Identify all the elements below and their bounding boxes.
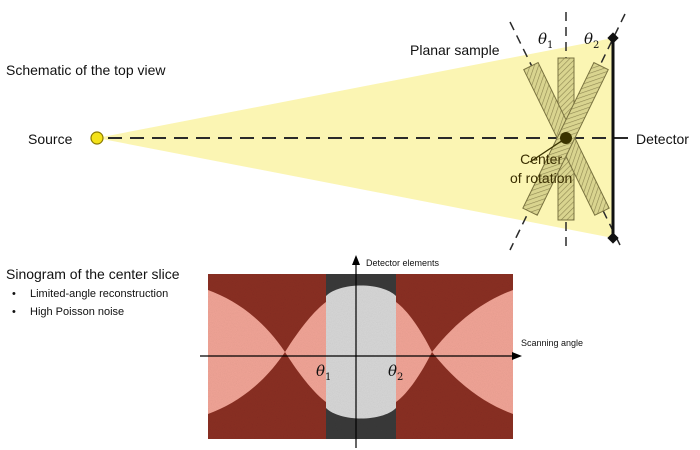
bullet-item: Limited-angle reconstruction (8, 288, 168, 300)
source-label: Source (28, 131, 73, 147)
y-axis-label: Detector elements (366, 258, 440, 268)
x-axis-label: Scanning angle (521, 338, 584, 348)
bullet-item: High Poisson noise (8, 306, 168, 318)
detector-bottom-marker (607, 232, 619, 244)
sinogram-theta1-label: θ1 (316, 362, 332, 383)
sinogram-left-lobe (208, 290, 285, 414)
detector-label: Detector (636, 131, 689, 147)
x-axis-arrowhead (512, 352, 522, 360)
theta2-label: θ2 (584, 30, 600, 51)
acquired-signal (326, 285, 396, 419)
sinogram-title: Sinogram of the center slice (6, 266, 180, 282)
center-leader-line (529, 137, 567, 163)
source-dot (90, 131, 104, 145)
sinogram-bullet-list: Limited-angle reconstruction High Poisso… (8, 288, 168, 324)
detector-top-marker (607, 32, 619, 44)
schematic-title: Schematic of the top view (6, 62, 166, 78)
sinogram-theta2-label: θ2 (388, 362, 404, 383)
sinogram-right-lobe (432, 290, 513, 414)
theta1-label: θ1 (538, 30, 554, 51)
planar-sample-label: Planar sample (410, 42, 500, 58)
y-axis-arrowhead (352, 255, 360, 265)
center-of-rotation-label: Center of rotation (510, 151, 573, 186)
